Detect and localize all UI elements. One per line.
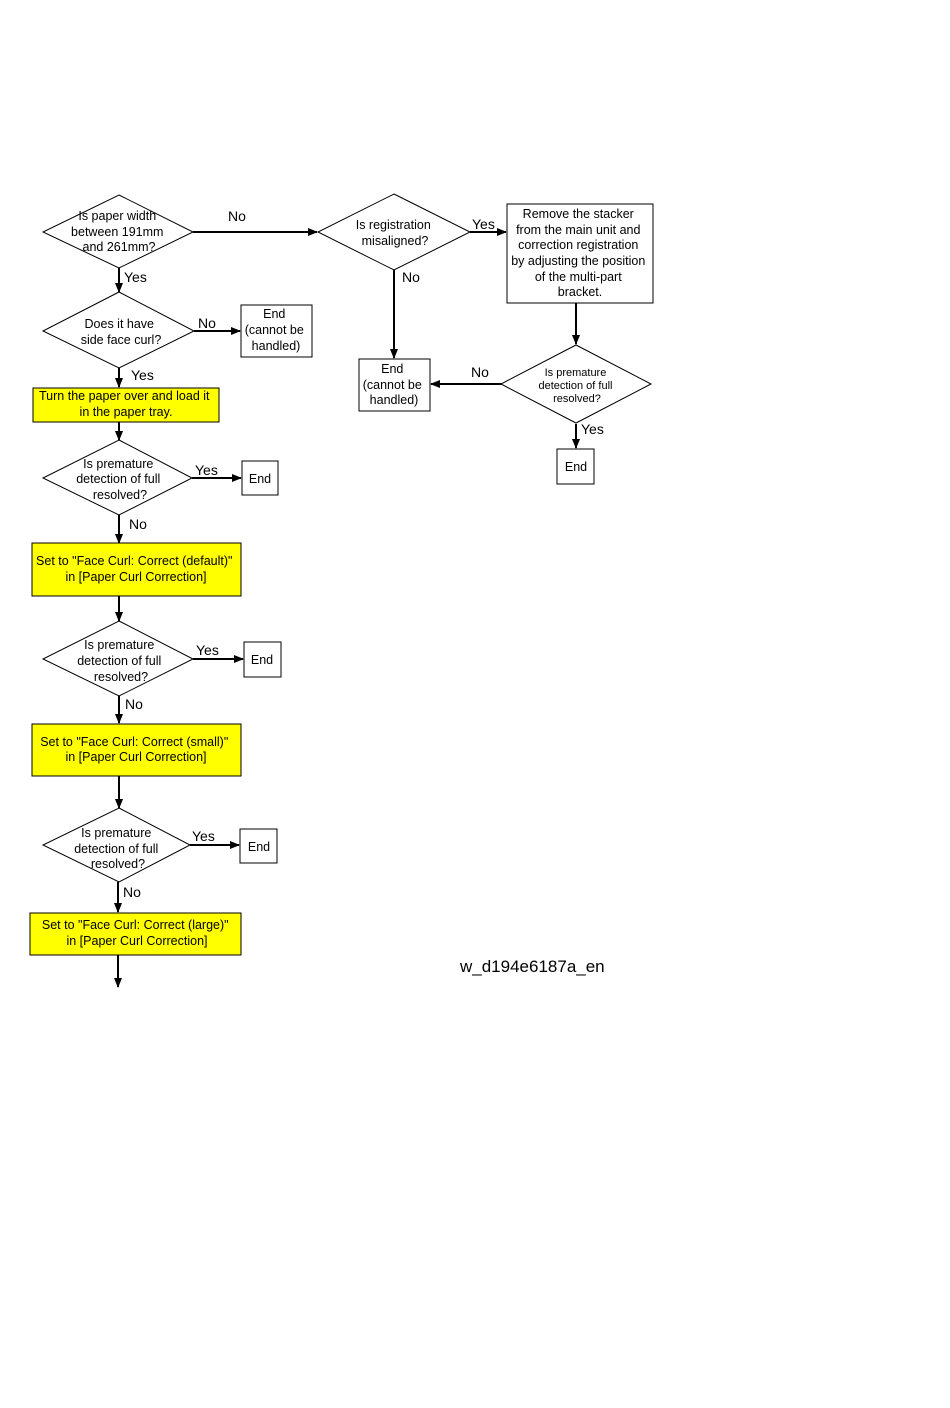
edge-label-no: No: [228, 208, 246, 224]
connectors: [114, 228, 580, 988]
end-cannot-handle-2-line: End: [381, 362, 403, 376]
process-face-curl-default: [31, 542, 242, 597]
end-box-3: [239, 828, 278, 864]
edge-label-yes: Yes: [196, 642, 219, 658]
edge-label-no: No: [123, 884, 141, 900]
decision-side-face-curl-text: Does it have side face curl?: [81, 317, 162, 347]
decision-registration-text: Is registration misaligned?: [356, 218, 435, 248]
end-box-2-text: End: [251, 653, 273, 667]
decision-premature-2: [41, 620, 195, 697]
process-remove-stacker-line: correction registration: [518, 238, 638, 252]
end-cannot-handle-1-line: (cannot be: [245, 323, 304, 337]
decision-premature-4-line: detection of full: [538, 380, 612, 392]
edge-label-no: No: [198, 315, 216, 331]
decision-premature-1-line: Is premature: [83, 457, 153, 471]
process-face-curl-large-text: Set to "Face Curl: Correct (large)" in […: [42, 918, 232, 948]
process-face-curl-small-line: Set to "Face Curl: Correct (small)": [40, 735, 228, 749]
process-face-curl-large-line: in [Paper Curl Correction]: [66, 934, 207, 948]
process-remove-stacker-line: from the main unit and: [516, 223, 640, 237]
edge-label-no: No: [471, 364, 489, 380]
decision-registration-line: Is registration: [356, 218, 431, 232]
decision-premature-2-text: Is premature detection of full resolved?: [77, 638, 165, 684]
process-face-curl-small: [31, 723, 242, 777]
end-cannot-handle-2-line: handled): [370, 393, 419, 407]
process-remove-stacker-line: of the multi-part: [535, 270, 622, 284]
decision-premature-3-line: resolved?: [91, 857, 145, 871]
process-turn-paper-text: Turn the paper over and load it in the p…: [39, 389, 213, 419]
node-labels: Is paper width between 191mm and 261mm? …: [36, 207, 649, 948]
edge-label-no: No: [402, 269, 420, 285]
process-face-curl-default-line: Set to "Face Curl: Correct (default)": [36, 554, 232, 568]
decision-premature-3-line: detection of full: [74, 842, 158, 856]
edge-label-yes: Yes: [472, 216, 495, 232]
decision-paper-width-line: Is paper width: [78, 209, 156, 223]
end-cannot-handle-1-text: End (cannot be handled): [245, 307, 308, 353]
process-face-curl-large: [29, 912, 242, 956]
decision-premature-3-text: Is premature detection of full resolved?: [74, 826, 162, 871]
decision-premature-3-line: Is premature: [81, 826, 151, 840]
edge-labels: No Yes No Yes Yes No Yes No Yes No Yes N…: [123, 208, 604, 900]
end-box-4: [556, 448, 595, 485]
decision-registration-line: misaligned?: [362, 234, 429, 248]
decision-premature-4-line: resolved?: [553, 393, 601, 405]
decision-premature-1-line: resolved?: [93, 488, 147, 502]
decision-registration: [316, 193, 472, 271]
edge-label-no: No: [125, 696, 143, 712]
decision-premature-1-line: detection of full: [76, 472, 160, 486]
end-cannot-handle-2-text: End (cannot be handled): [363, 362, 426, 407]
edge-label-yes: Yes: [581, 421, 604, 437]
decision-side-face-curl-line: side face curl?: [81, 333, 162, 347]
decision-side-face-curl: [41, 291, 196, 369]
process-remove-stacker-text: Remove the stacker from the main unit an…: [511, 207, 649, 299]
decision-premature-2-line: resolved?: [94, 670, 148, 684]
end-box-1-text: End: [249, 472, 271, 486]
process-face-curl-large-line: Set to "Face Curl: Correct (large)": [42, 918, 229, 932]
shapes: [29, 193, 654, 956]
decision-premature-4-text: Is premature detection of full resolved?: [538, 367, 615, 405]
end-cannot-handle-2-line: (cannot be: [363, 378, 422, 392]
decision-paper-width: [41, 194, 195, 269]
decision-premature-2-line: Is premature: [84, 638, 154, 652]
process-remove-stacker-line: by adjusting the position: [511, 254, 645, 268]
end-box-2: [243, 641, 282, 678]
decision-paper-width-line: and 261mm?: [83, 240, 156, 254]
end-cannot-handle-1-line: End: [263, 307, 285, 321]
end-box-1: [241, 460, 279, 496]
edge-label-yes: Yes: [124, 269, 147, 285]
end-cannot-handle-1: [240, 304, 313, 358]
decision-paper-width-line: between 191mm: [71, 225, 163, 239]
edge-label-yes: Yes: [131, 367, 154, 383]
decision-premature-1: [41, 439, 194, 516]
end-box-3-text: End: [248, 840, 270, 854]
process-face-curl-small-line: in [Paper Curl Correction]: [65, 750, 206, 764]
edge-label-no: No: [129, 516, 147, 532]
process-remove-stacker: [506, 203, 654, 304]
end-cannot-handle-2: [358, 358, 431, 412]
process-turn-paper-line: Turn the paper over and load it: [39, 389, 210, 403]
decision-premature-4-line: Is premature: [545, 367, 607, 379]
process-turn-paper: [32, 387, 220, 423]
decision-side-face-curl-line: Does it have: [85, 317, 155, 331]
process-face-curl-default-text: Set to "Face Curl: Correct (default)" in…: [36, 554, 236, 584]
decision-paper-width-text: Is paper width between 191mm and 261mm?: [71, 209, 167, 254]
end-cannot-handle-1-line: handled): [252, 339, 301, 353]
decision-premature-4: [499, 344, 653, 424]
decision-premature-2-line: detection of full: [77, 654, 161, 668]
end-box-4-text: End: [565, 460, 587, 474]
process-remove-stacker-line: Remove the stacker: [523, 207, 634, 221]
process-face-curl-default-line: in [Paper Curl Correction]: [65, 570, 206, 584]
decision-premature-3: [41, 807, 192, 883]
process-face-curl-small-text: Set to "Face Curl: Correct (small)" in […: [40, 735, 232, 764]
decision-premature-1-text: Is premature detection of full resolved?: [76, 457, 164, 502]
edge-label-yes: Yes: [195, 462, 218, 478]
process-remove-stacker-line: bracket.: [558, 285, 602, 299]
edge-label-yes: Yes: [192, 828, 215, 844]
process-turn-paper-line: in the paper tray.: [80, 405, 173, 419]
figure-id: w_d194e6187a_en: [459, 957, 605, 976]
